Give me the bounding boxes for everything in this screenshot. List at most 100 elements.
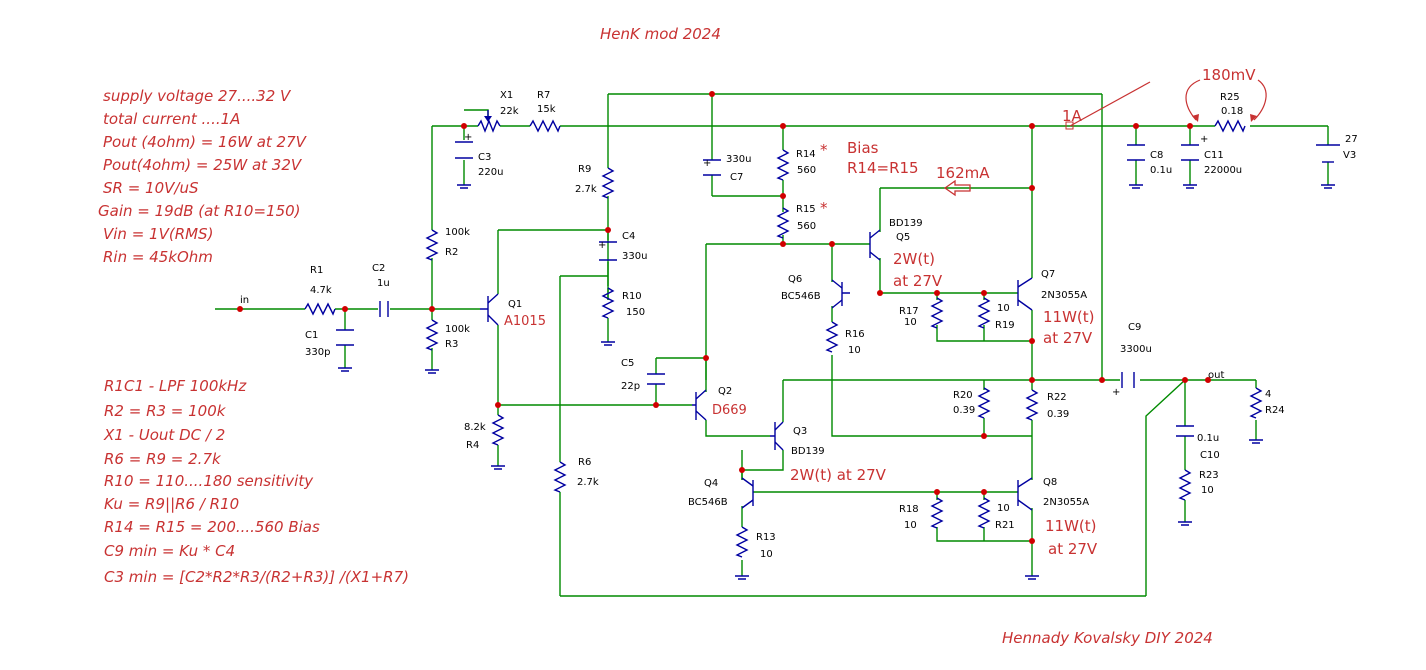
specs-list: supply voltage 27....32 V total current …: [98, 87, 308, 266]
q7-power-label: 11W(t): [1043, 308, 1095, 326]
c10-value: 0.1u: [1197, 433, 1219, 444]
q8-condition-label: at 27V: [1048, 540, 1098, 558]
r3-value: 100k: [445, 324, 470, 335]
q6-name: Q6: [788, 274, 802, 285]
c4-plus: +: [598, 240, 606, 251]
input-label: in: [240, 295, 249, 306]
r20-name: R20: [953, 390, 973, 401]
transistor-q6: [831, 279, 850, 309]
c4-name: C4: [622, 231, 635, 242]
r19-name: R19: [995, 320, 1015, 331]
r2-name: R2: [445, 247, 458, 258]
voltage-drop-arcs: [1185, 79, 1267, 122]
capacitor-c8: [1127, 144, 1145, 161]
r7-value: 15k: [537, 104, 556, 115]
capacitor-c5: [647, 373, 665, 385]
transistor-q3: [770, 421, 784, 451]
voltage-drop-label: 180mV: [1202, 66, 1256, 84]
r18-name: R18: [899, 504, 919, 515]
r14-name: R14: [796, 149, 816, 160]
q8-type: 2N3055A: [1043, 497, 1089, 508]
output-label: out: [1208, 370, 1224, 381]
resistor-r15: [777, 207, 789, 239]
resistor-r20: [978, 387, 990, 419]
note-line: R6 = R9 = 2.7k: [104, 450, 222, 468]
transistor-q5: [869, 229, 881, 261]
c5-name: C5: [621, 358, 634, 369]
c2-value: 1u: [377, 278, 390, 289]
r19-value: 10: [997, 303, 1010, 314]
transistor-q2: [692, 389, 707, 421]
spec-line: supply voltage 27....32 V: [103, 87, 292, 105]
c2-name: C2: [372, 263, 385, 274]
resistor-r24: [1250, 387, 1262, 419]
resistor-r22: [1026, 389, 1038, 421]
r25-name: R25: [1220, 92, 1240, 103]
bias-label: Bias: [847, 139, 879, 157]
r14-star: *: [820, 141, 828, 159]
q3-type: BD139: [791, 446, 825, 457]
c11-name: C11: [1204, 150, 1224, 161]
resistor-r23: [1179, 469, 1191, 501]
q1-name: Q1: [508, 299, 522, 310]
r18-value: 10: [904, 520, 917, 531]
q4-type: BC546B: [688, 497, 728, 508]
resistor-r7: [529, 120, 561, 132]
transistor-q1: [480, 293, 499, 326]
q2-type-label: D669: [712, 403, 747, 418]
x1-value: 22k: [500, 106, 519, 117]
r3-name: R3: [445, 339, 458, 350]
q3-power-label: 2W(t) at 27V: [790, 466, 887, 484]
r15-value: 560: [797, 221, 816, 232]
q6-type: BC546B: [781, 291, 821, 302]
note-line: R14 = R15 = 200....560 Bias: [104, 518, 320, 536]
c8-value: 0.1u: [1150, 165, 1172, 176]
capacitor-c10: [1176, 425, 1194, 437]
spec-line: Rin = 45kOhm: [103, 248, 213, 266]
notes-list: R1C1 - LPF 100kHz R2 = R3 = 100k X1 - Uo…: [103, 377, 409, 586]
r25-value: 0.18: [1221, 106, 1243, 117]
r22-name: R22: [1047, 392, 1067, 403]
q1-type-label: A1015: [504, 314, 546, 329]
schematic-title: HenK mod 2024: [600, 25, 721, 43]
resistor-r6: [554, 461, 566, 493]
r6-name: R6: [578, 457, 591, 468]
r9-name: R9: [578, 164, 591, 175]
r23-name: R23: [1199, 470, 1219, 481]
r15-star: *: [820, 199, 828, 217]
resistor-r4: [492, 414, 504, 446]
resistor-r3: [426, 319, 438, 351]
r6-value: 2.7k: [577, 477, 599, 488]
q5-name: Q5: [896, 232, 910, 243]
total-current-label: 1A: [1062, 107, 1083, 125]
author-credit: Hennady Kovalsky DIY 2024: [1002, 629, 1213, 647]
c9-name: C9: [1128, 322, 1141, 333]
resistor-r14: [777, 149, 789, 181]
c7-plus: +: [703, 158, 711, 169]
resistor-r25: [1214, 120, 1246, 132]
c10-name: C10: [1200, 450, 1220, 461]
c11-plus: +: [1200, 134, 1208, 145]
r1-name: R1: [310, 265, 323, 276]
q8-power-label: 11W(t): [1045, 517, 1097, 535]
component-labels: in out R1 4.7k C1 330p C2 1u 100k R2 100…: [240, 90, 1358, 560]
r17-value: 10: [904, 317, 917, 328]
q7-condition-label: at 27V: [1043, 329, 1093, 347]
resistor-r13: [736, 526, 748, 558]
c3-plus: +: [464, 132, 472, 143]
q5-condition-label: at 27V: [893, 272, 943, 290]
c5-value: 22p: [621, 381, 640, 392]
r22-value: 0.39: [1047, 409, 1069, 420]
resistor-r2: [426, 229, 438, 261]
q5-type: BD139: [889, 218, 923, 229]
q3-name: Q3: [793, 426, 807, 437]
note-line: R1C1 - LPF 100kHz: [104, 377, 247, 395]
note-line: R10 = 110....180 sensitivity: [104, 472, 314, 490]
note-line: C3 min = [C2*R2*R3/(R2+R3)] /(X1+R7): [104, 568, 409, 586]
capacitor-c11: [1181, 144, 1199, 161]
current-arrow-162ma: [943, 179, 971, 197]
r23-value: 10: [1201, 485, 1214, 496]
resistor-r16: [826, 321, 838, 353]
capacitor-c2: [379, 301, 389, 317]
r13-value: 10: [760, 549, 773, 560]
